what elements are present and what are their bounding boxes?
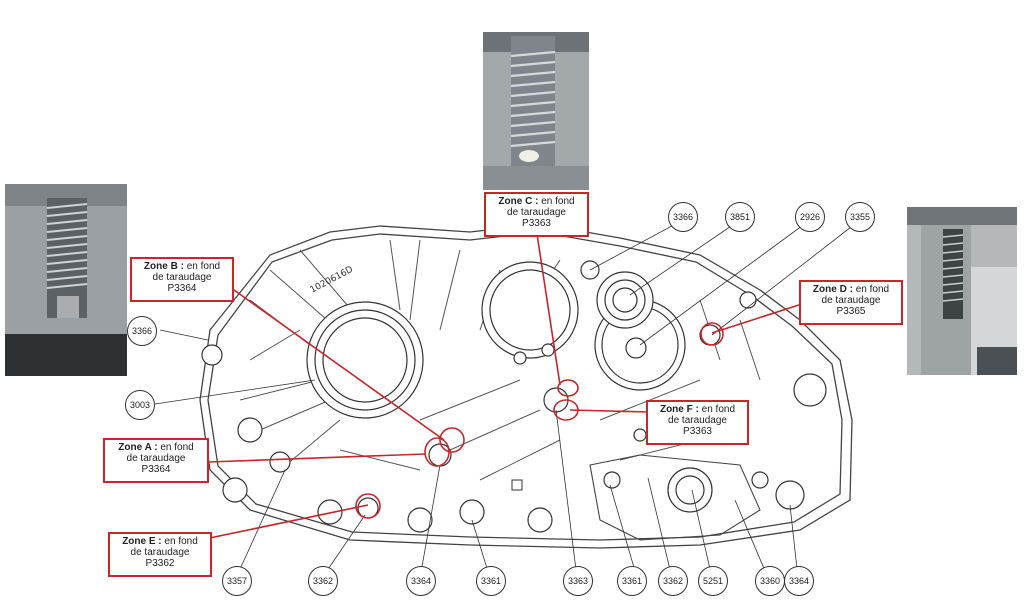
- zone-d-title: Zone D :: [812, 284, 853, 295]
- thread-photo-left: [5, 184, 127, 376]
- callout-3363-bottom: 3363: [563, 566, 593, 596]
- callout-3366-top: 3366: [668, 202, 698, 232]
- zone-a-label: Zone A : en fond de taraudage P3364: [103, 438, 209, 483]
- zone-e-line2: de taraudage: [130, 547, 190, 558]
- zone-e-title: Zone E :: [122, 536, 162, 547]
- zone-e-text: en fond: [164, 536, 198, 547]
- callout-3361-b: 3361: [617, 566, 647, 596]
- housing-engraving: 1020616D: [309, 265, 355, 296]
- zone-b-text: en fond: [186, 261, 221, 272]
- callout-3366-left: 3366: [127, 316, 157, 346]
- zone-c-line2: de taraudage: [507, 207, 566, 218]
- callout-3362-bottom: 3362: [308, 566, 338, 596]
- zone-f-title: Zone F :: [659, 404, 699, 415]
- zone-a-text: en fond: [160, 442, 194, 453]
- small-square-mark: [511, 479, 523, 491]
- thread-photo-right: [907, 207, 1017, 375]
- zone-c-label: Zone C : en fond de taraudage P3363: [484, 192, 589, 237]
- callout-3003: 3003: [125, 390, 155, 420]
- zone-a-part: P3364: [141, 464, 171, 475]
- zone-d-part: P3365: [836, 306, 866, 317]
- thread-photo-top: [483, 32, 589, 190]
- zone-f-part: P3363: [683, 426, 712, 437]
- zone-a-title: Zone A :: [118, 442, 158, 453]
- zone-d-line2: de taraudage: [821, 295, 881, 306]
- zone-c-title: Zone C :: [498, 196, 539, 207]
- housing-bores: [201, 260, 827, 533]
- zone-f-text: en fond: [701, 404, 736, 415]
- callout-3364-right: 3364: [784, 566, 814, 596]
- callout-3360: 3360: [755, 566, 785, 596]
- bracket-plate: [589, 454, 761, 541]
- zone-b-line2: de taraudage: [152, 272, 212, 283]
- callout-3364-bottom: 3364: [406, 566, 436, 596]
- zone-b-part: P3364: [167, 283, 197, 294]
- callout-3851: 3851: [725, 202, 755, 232]
- callout-5251: 5251: [698, 566, 728, 596]
- zone-e-label: Zone E : en fond de taraudage P3362: [108, 532, 212, 577]
- zone-f-line2: de taraudage: [668, 415, 727, 426]
- zone-b-title: Zone B :: [143, 261, 184, 272]
- callout-3362-b: 3362: [658, 566, 688, 596]
- zone-a-line2: de taraudage: [126, 453, 186, 464]
- zone-f-label: Zone F : en fond de taraudage P3363: [646, 400, 749, 445]
- zone-c-part: P3363: [522, 218, 551, 229]
- zone-d-text: en fond: [855, 284, 890, 295]
- zone-b-label: Zone B : en fond de taraudage P3364: [130, 257, 234, 302]
- zone-leaders: [199, 233, 806, 541]
- zone-e-part: P3362: [145, 558, 175, 569]
- zone-c-text: en fond: [541, 196, 575, 207]
- callout-3355: 3355: [845, 202, 875, 232]
- zone-d-label: Zone D : en fond de taraudage P3365: [799, 280, 903, 325]
- callout-3361-a: 3361: [476, 566, 506, 596]
- callout-3357: 3357: [222, 566, 252, 596]
- callout-2926: 2926: [795, 202, 825, 232]
